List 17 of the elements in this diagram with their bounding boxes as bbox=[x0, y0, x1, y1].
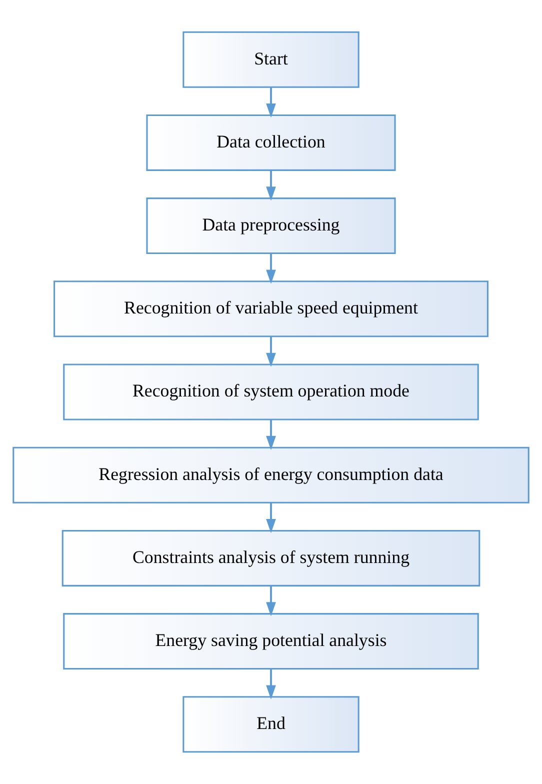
node-box: Recognition of variable speed equipment bbox=[54, 280, 488, 338]
node-box: Data preprocessing bbox=[146, 198, 396, 254]
node-box: Recognition of system operation mode bbox=[63, 364, 479, 420]
arrow bbox=[266, 336, 276, 367]
node-box: Regression analysis of energy consumption data bbox=[12, 446, 530, 504]
arrow bbox=[266, 420, 276, 450]
arrow bbox=[266, 170, 276, 201]
node-box: Data collection bbox=[146, 114, 396, 171]
arrow bbox=[266, 253, 276, 284]
arrow bbox=[266, 668, 276, 700]
node-box: Start bbox=[182, 31, 360, 88]
arrow bbox=[266, 87, 276, 118]
node-box: Energy saving potential analysis bbox=[63, 613, 479, 670]
arrow bbox=[266, 586, 276, 616]
arrow bbox=[266, 502, 276, 534]
node-box: Constraints analysis of system running bbox=[62, 530, 480, 586]
node-box: End bbox=[182, 696, 360, 753]
